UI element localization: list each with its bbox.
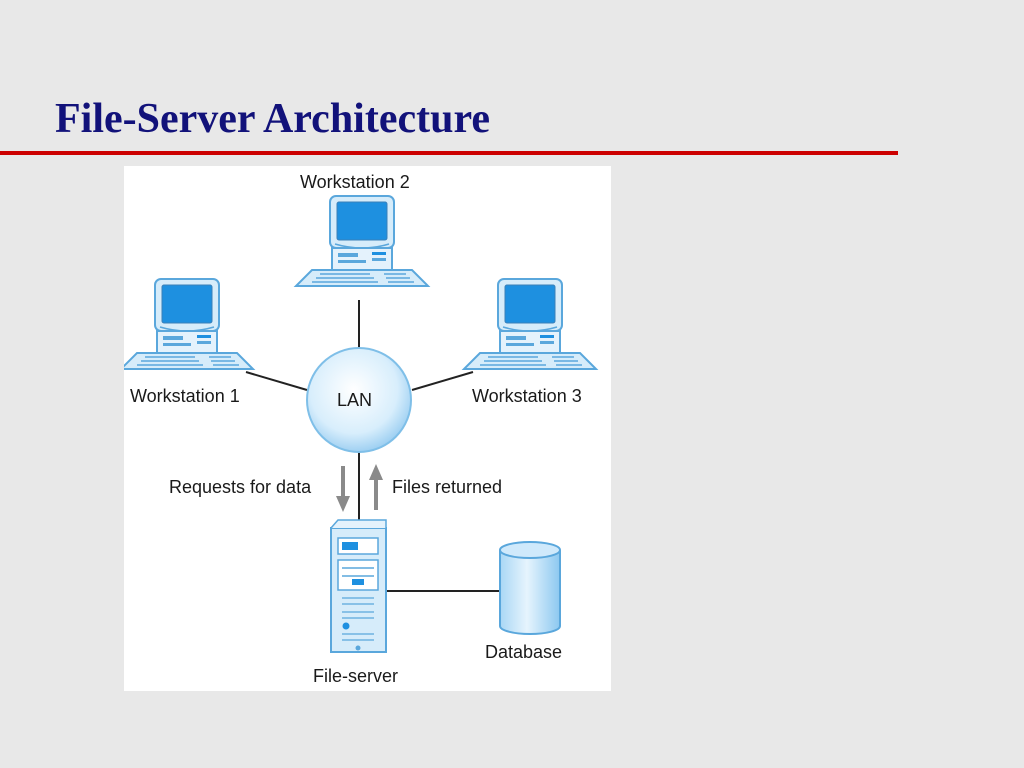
database-label: Database — [485, 642, 563, 662]
workstation-3-computer-icon — [463, 278, 597, 370]
requests-for-data-label: Requests for data — [169, 477, 312, 497]
arrow-down-icon — [336, 466, 350, 512]
network-lines — [245, 300, 500, 592]
file-server-label: File-server — [313, 666, 399, 686]
slide-title: File-Server Architecture — [55, 96, 490, 142]
title-divider — [0, 151, 898, 155]
workstation-1-computer-icon — [124, 278, 254, 370]
server-tower-icon — [330, 519, 387, 653]
workstation-2-label: Workstation 2 — [300, 172, 410, 192]
architecture-diagram: Workstation 2 Workstation 1 Workstation … — [124, 166, 611, 691]
lan-label: LAN — [337, 390, 373, 410]
workstation-3-label: Workstation 3 — [472, 386, 582, 406]
workstation-2-computer-icon — [295, 195, 429, 287]
lan-hub — [306, 347, 412, 453]
workstation-1-label: Workstation 1 — [130, 386, 240, 406]
files-returned-label: Files returned — [392, 477, 503, 497]
arrow-up-icon — [369, 464, 383, 510]
database-cylinder-icon — [499, 541, 561, 635]
